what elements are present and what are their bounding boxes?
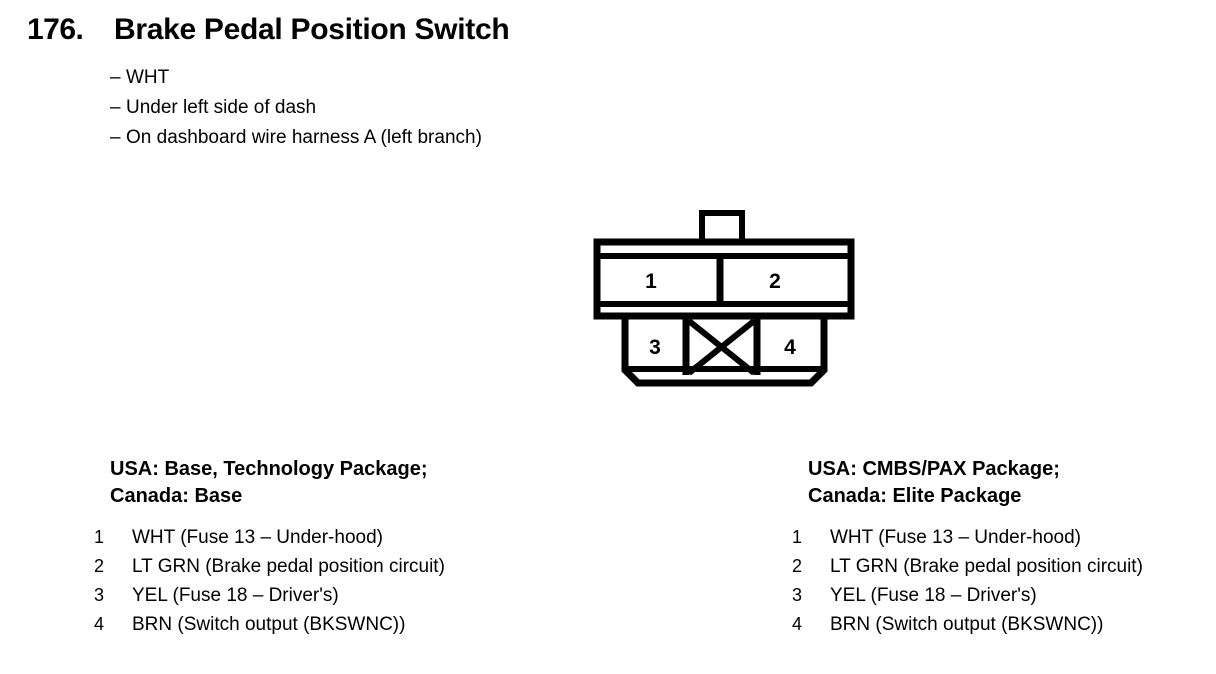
- legend-column-left: USA: Base, Technology Package; Canada: B…: [94, 456, 445, 639]
- list-item: 2 LT GRN (Brake pedal position circuit): [94, 552, 445, 581]
- list-item: –On dashboard wire harness A (left branc…: [110, 123, 482, 153]
- list-item: 2 LT GRN (Brake pedal position circuit): [792, 552, 1143, 581]
- pin-description: LT GRN (Brake pedal position circuit): [830, 556, 1143, 577]
- bullet-text: Under left side of dash: [126, 97, 317, 118]
- section-number: 176.: [27, 13, 84, 46]
- list-item: 3 YEL (Fuse 18 – Driver's): [94, 581, 445, 610]
- pin-number-2: 2: [769, 270, 781, 293]
- pin-number: 3: [791, 585, 802, 605]
- list-item: 4 BRN (Switch output (BKSWNC)): [94, 610, 445, 639]
- legend-list-right: 1 WHT (Fuse 13 – Under-hood) 2 LT GRN (Bra…: [792, 523, 1143, 639]
- legend-heading-line1: USA: CMBS/PAX Package;: [808, 458, 1060, 480]
- legend-heading-line2: Canada: Base: [110, 485, 243, 507]
- page-title: Brake Pedal Position Switch: [114, 13, 510, 46]
- list-item: –WHT: [110, 63, 482, 93]
- legend-heading-line2: Canada: Elite Package: [808, 485, 1022, 507]
- pin-description: LT GRN (Brake pedal position circuit): [132, 556, 445, 577]
- bullet-text: WHT: [126, 67, 170, 88]
- legend-column-right: USA: CMBS/PAX Package; Canada: Elite Pac…: [792, 456, 1143, 639]
- list-item: 4 BRN (Switch output (BKSWNC)): [792, 610, 1143, 639]
- bullet-text: On dashboard wire harness A (left branch…: [126, 127, 482, 148]
- pin-description: WHT (Fuse 13 – Under-hood): [132, 527, 383, 548]
- pin-description: YEL (Fuse 18 – Driver's): [132, 585, 339, 606]
- pin-description: WHT (Fuse 13 – Under-hood): [830, 527, 1081, 548]
- pin-number: 3: [93, 585, 104, 605]
- pin-number-1: 1: [645, 270, 657, 293]
- blocked-cavity-stroke-b: [687, 318, 756, 376]
- dash-icon: –: [110, 127, 121, 148]
- pin-number-3: 3: [649, 336, 661, 359]
- list-item: 3 YEL (Fuse 18 – Driver's): [792, 581, 1143, 610]
- legend-list-left: 1 WHT (Fuse 13 – Under-hood) 2 LT GRN (Bra…: [94, 523, 445, 639]
- list-item: 1 WHT (Fuse 13 – Under-hood): [792, 523, 1143, 552]
- pin-number: 4: [93, 614, 104, 634]
- pin-number: 1: [93, 527, 104, 547]
- connector-diagram: 1 2 3 4: [592, 208, 856, 400]
- pin-description: BRN (Switch output (BKSWNC)): [830, 614, 1104, 635]
- list-item: 1 WHT (Fuse 13 – Under-hood): [94, 523, 445, 552]
- dash-icon: –: [110, 67, 121, 88]
- pin-number: 4: [791, 614, 802, 634]
- pin-number: 2: [791, 556, 802, 576]
- pin-number: 1: [791, 527, 802, 547]
- locking-tab: [699, 210, 745, 245]
- dash-icon: –: [110, 97, 121, 118]
- list-item: –Under left side of dash: [110, 93, 482, 123]
- legend-heading-line1: USA: Base, Technology Package;: [110, 458, 428, 480]
- pin-description: YEL (Fuse 18 – Driver's): [830, 585, 1037, 606]
- pin-number-4: 4: [784, 336, 796, 359]
- connector-svg: 1 2 3 4: [593, 210, 855, 387]
- pin-description: BRN (Switch output (BKSWNC)): [132, 614, 406, 635]
- pin-number: 2: [93, 556, 104, 576]
- header-bullet-list: –WHT –Under left side of dash –On dashbo…: [110, 63, 482, 153]
